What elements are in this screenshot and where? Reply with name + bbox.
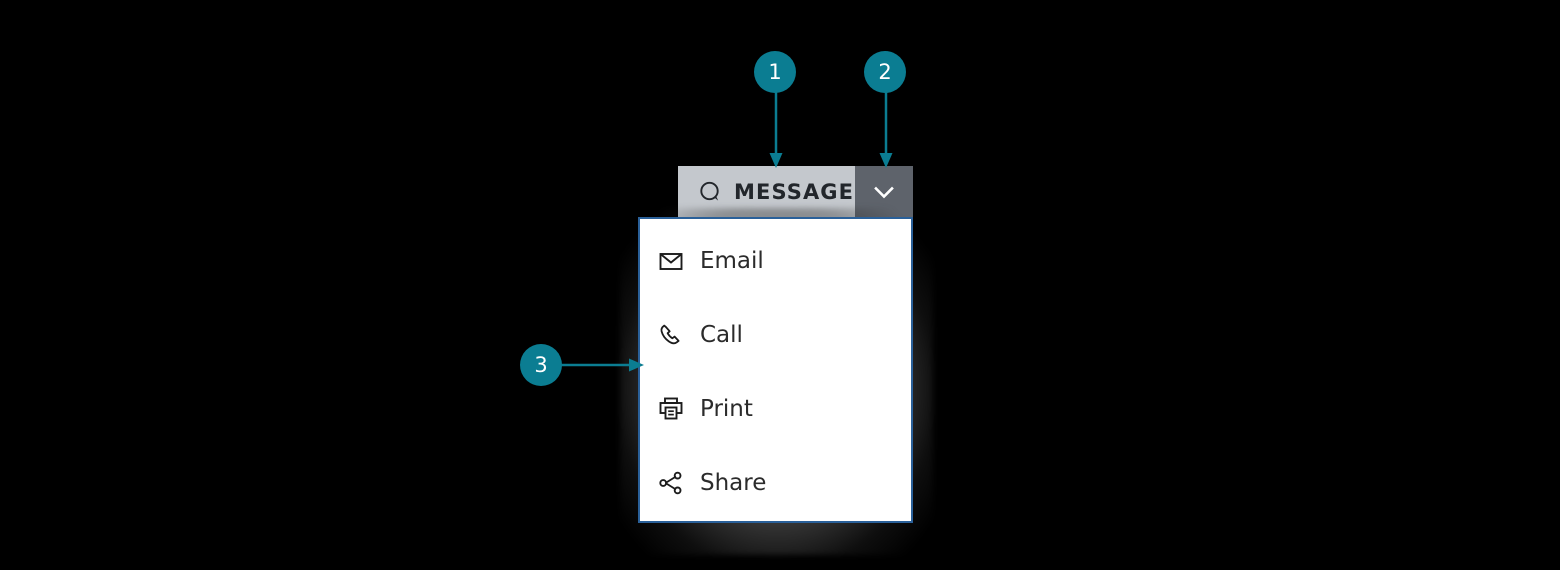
- callout-badge-1: 1: [754, 51, 796, 93]
- menu-item-print[interactable]: Print: [640, 386, 911, 432]
- dropdown-menu-list: Email Call: [640, 219, 911, 521]
- phone-icon: [656, 320, 686, 350]
- chevron-down-icon: [871, 179, 897, 205]
- menu-item-share-label: Share: [700, 469, 767, 496]
- share-icon: [656, 468, 686, 498]
- menu-item-email-label: Email: [700, 247, 764, 274]
- message-button-label: MESSAGE: [734, 179, 855, 204]
- menu-item-call[interactable]: Call: [640, 312, 911, 358]
- callout-badge-2-label: 2: [878, 59, 892, 84]
- speech-bubble-icon: [698, 180, 722, 204]
- callout-badge-3-label: 3: [534, 352, 548, 377]
- callout-badge-3: 3: [520, 344, 562, 386]
- menu-item-email[interactable]: Email: [640, 238, 911, 284]
- menu-item-call-label: Call: [700, 321, 743, 348]
- dropdown-menu: Email Call: [638, 217, 913, 523]
- envelope-icon: [656, 246, 686, 276]
- callout-badge-2: 2: [864, 51, 906, 93]
- printer-icon: [656, 394, 686, 424]
- menu-item-print-label: Print: [700, 395, 753, 422]
- callout-badge-1-label: 1: [768, 59, 782, 84]
- menu-item-share[interactable]: Share: [640, 460, 911, 506]
- callout-arrow-3: [556, 354, 648, 376]
